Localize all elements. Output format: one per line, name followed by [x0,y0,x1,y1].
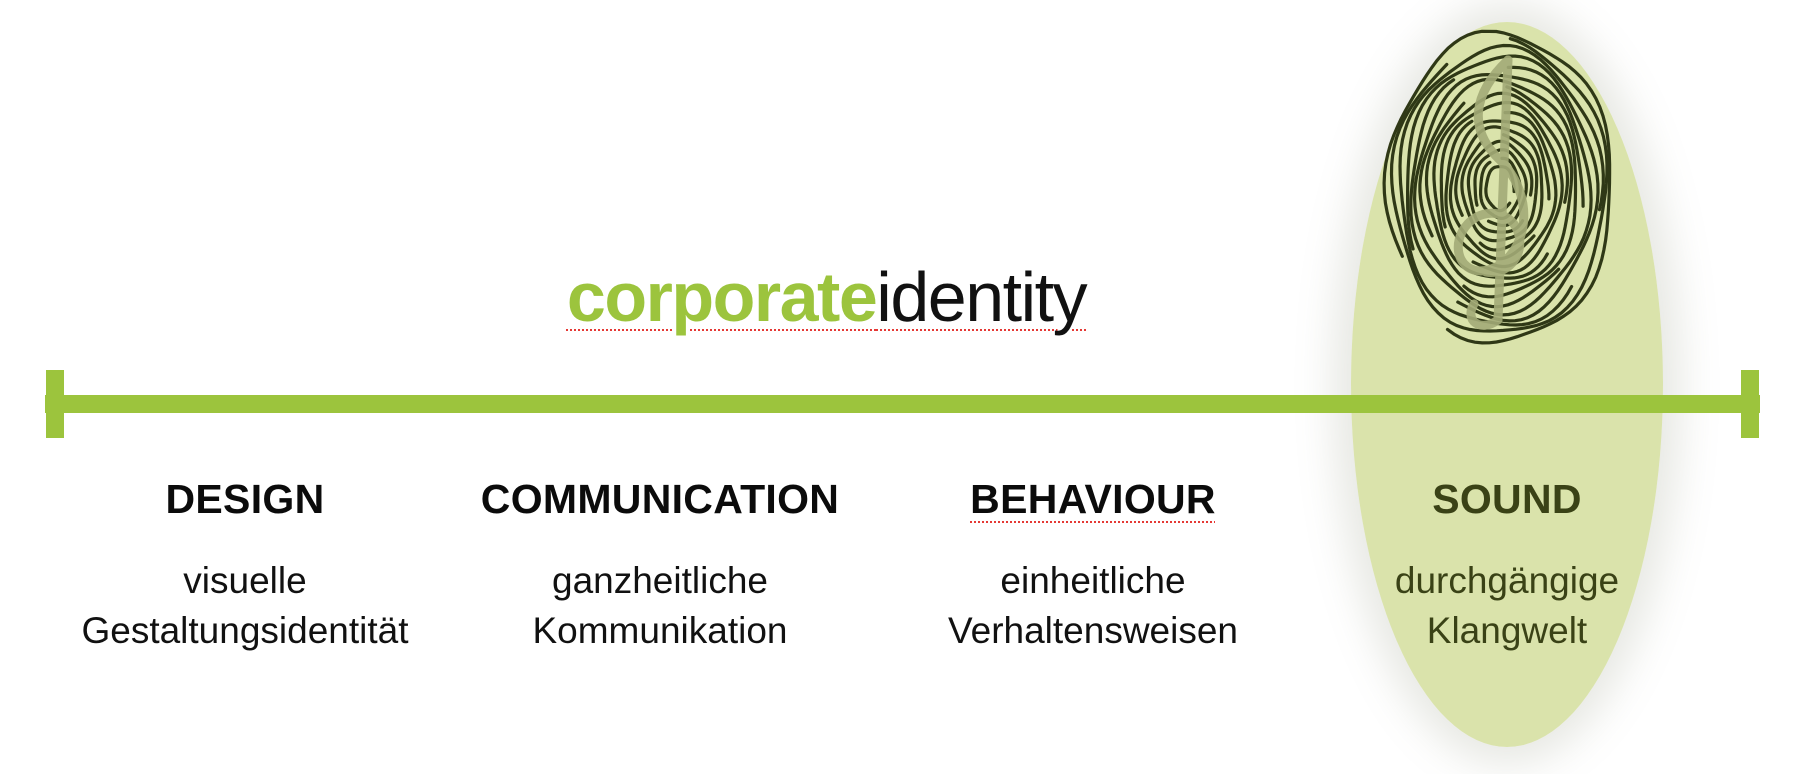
timeline-bar [45,395,1760,413]
title-corporate: corporate [566,258,878,336]
column-description-line: ganzheitliche [552,560,768,601]
column-description-line: einheitliche [1000,560,1186,601]
title-identity: identity [876,258,1087,336]
page-title: corporateidentity [0,262,1653,332]
fingerprint-ridge [1424,85,1574,288]
fingerprint-ridge [1406,54,1600,323]
column-heading: BEHAVIOUR [893,474,1293,524]
column-heading-text: BEHAVIOUR [970,476,1216,522]
column-heading: DESIGN [165,476,325,522]
fingerprint-ridge [1382,29,1612,345]
timeline-cap-right [1741,370,1759,438]
column-description: visuelle Gestaltungsidentität [45,556,445,656]
column-description-line: visuelle [183,560,307,601]
fingerprint-ridge [1448,119,1551,261]
fingerprint-ridge [1460,133,1539,243]
column-communication: COMMUNICATION ganzheitliche Kommunikatio… [460,474,860,656]
column-sound: SOUND durchgängige Klangwelt [1307,474,1707,656]
fingerprint-ridge [1389,37,1609,333]
fingerprint-ridge [1412,72,1585,309]
fingerprint-ridge [1466,139,1534,234]
treble-clef-icon [1453,55,1529,330]
fingerprint-icon [1382,29,1612,345]
column-behaviour: BEHAVIOUR einheitliche Verhaltensweisen [893,474,1293,656]
column-description: ganzheitliche Kommunikation [460,556,860,656]
fingerprint-ridge [1418,77,1578,299]
column-description: einheitliche Verhaltensweisen [893,556,1293,656]
fingerprint-ridge [1409,65,1593,317]
column-description-line: Kommunikation [532,610,788,651]
timeline-cap-left [46,370,64,438]
column-heading: COMMUNICATION [480,476,840,522]
column-description-line: Verhaltensweisen [947,610,1239,651]
column-description-line: Gestaltungsidentität [81,610,409,651]
column-description-line: Klangwelt [1426,610,1588,651]
column-description: durchgängige Klangwelt [1307,556,1707,656]
fingerprint-ridge [1439,100,1564,275]
column-description-line: durchgängige [1394,560,1620,601]
column-design: DESIGN visuelle Gestaltungsidentität [45,474,445,656]
column-heading: SOUND [1432,476,1582,522]
